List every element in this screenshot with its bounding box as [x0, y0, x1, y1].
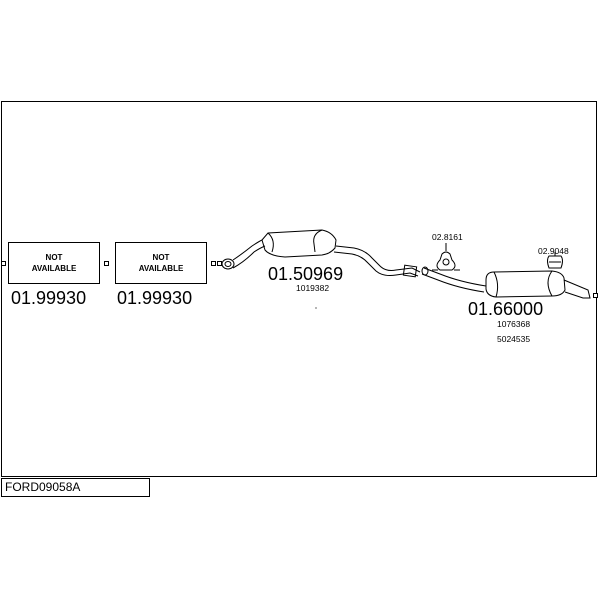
part-ref-4-1: 1076368 [497, 319, 531, 329]
part-ref-4-2: 5024535 [497, 334, 531, 344]
connector-marker [1, 261, 6, 266]
box-line-1: NOT [45, 253, 63, 262]
box-line-2: AVAILABLE [138, 264, 184, 273]
part-number-1: 01.99930 [11, 288, 87, 308]
connector-marker [593, 293, 598, 298]
hardware-number-2: 02.9048 [538, 246, 569, 256]
hardware-number-1: 02.8161 [432, 232, 463, 242]
rubber-mount-drawing [547, 252, 563, 269]
connector-marker [211, 261, 216, 266]
part-number-4: 01.66000 [468, 299, 544, 319]
middle-silencer-drawing [221, 229, 421, 278]
connector-marker [104, 261, 109, 266]
part-ref-3-1: 1019382 [296, 283, 330, 293]
diagram-frame [1, 101, 597, 477]
not-available-box-1: NOT AVAILABLE [8, 242, 100, 284]
part-number-3: 01.50969 [268, 264, 344, 284]
box-line-1: NOT [152, 253, 170, 262]
diagram-code-label: FORD09058A [1, 478, 150, 497]
not-available-box-2: NOT AVAILABLE [115, 242, 207, 284]
box-line-2: AVAILABLE [31, 264, 77, 273]
rear-silencer-drawing [421, 266, 591, 299]
connector-marker [217, 261, 222, 266]
part-number-2: 01.99930 [117, 288, 193, 308]
rubber-hanger-drawing [432, 243, 460, 271]
